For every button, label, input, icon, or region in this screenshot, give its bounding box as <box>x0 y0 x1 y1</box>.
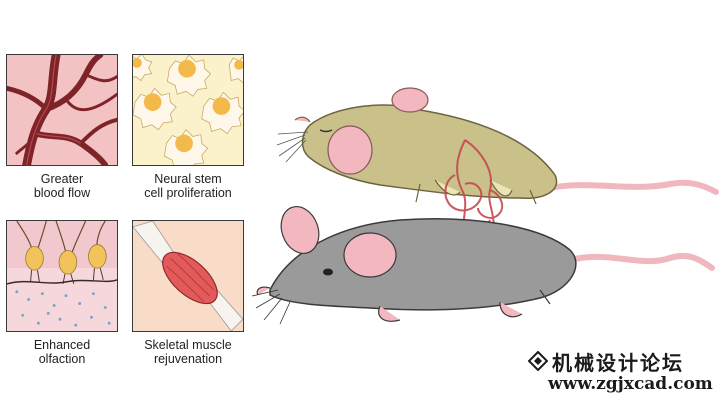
blood-flow-caption: Greater blood flow <box>33 172 91 200</box>
blood-flow-panel <box>6 54 118 166</box>
neural-stem-cell-panel <box>132 54 244 166</box>
forum-logo-icon <box>528 351 548 371</box>
mice-svg <box>251 87 719 325</box>
watermark-url: www.zgjxcad.com <box>548 374 713 394</box>
blood-vessels-illustration <box>7 55 117 165</box>
skeletal-muscle-caption: Skeletal muscle rejuvenation <box>144 338 232 366</box>
young-mouse <box>276 87 558 205</box>
muscle-illustration <box>133 221 243 331</box>
olfaction-panel <box>6 220 118 332</box>
skeletal-muscle-panel <box>132 220 244 332</box>
watermark-title: 机械设计论坛 <box>552 351 684 375</box>
young-mouse-tail <box>547 179 719 195</box>
old-mouse <box>251 206 577 325</box>
olfactory-neurons-illustration <box>7 221 117 331</box>
parabiosis-mice-illustration <box>250 80 720 340</box>
old-mouse-tail <box>567 252 715 271</box>
neural-stem-cell-caption: Neural stem cell proliferation <box>144 172 232 200</box>
olfaction-caption: Enhanced olfaction <box>33 338 91 366</box>
stem-cells-illustration <box>133 55 243 165</box>
